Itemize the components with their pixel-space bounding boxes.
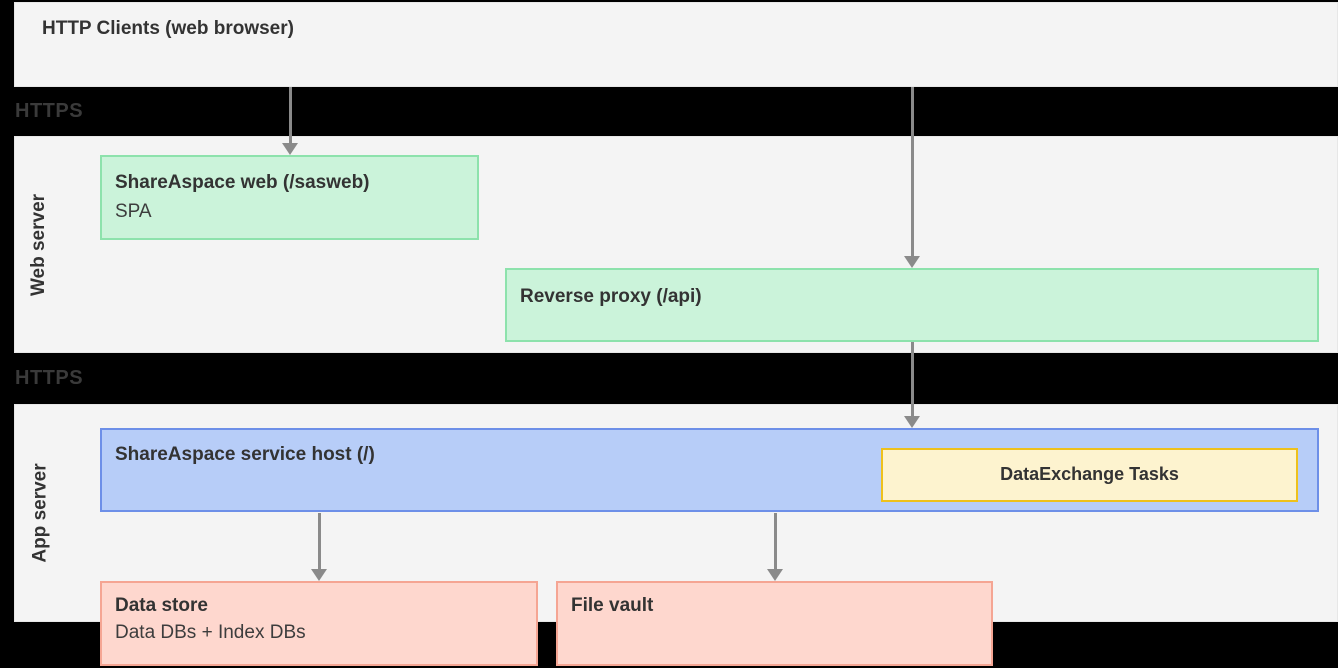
node-shareaspace-web: ShareAspace web (/sasweb) SPA [100, 155, 479, 240]
app-server-label-wrap: App server [16, 404, 66, 622]
arrow-head-icon [311, 569, 327, 581]
app-server-label: App server [30, 463, 51, 563]
node-dataexchange-tasks-title: DataExchange Tasks [1000, 464, 1179, 485]
node-reverse-proxy: Reverse proxy (/api) [505, 268, 1319, 342]
https-separator-middle: HTTPS [0, 354, 1338, 403]
http-clients-band: HTTP Clients (web browser) [14, 2, 1338, 87]
node-service-host: ShareAspace service host (/) DataExchang… [100, 428, 1319, 512]
arrow-head-icon [904, 416, 920, 428]
node-data-store: Data store Data DBs + Index DBs [100, 581, 538, 666]
node-dataexchange-tasks: DataExchange Tasks [881, 448, 1298, 502]
node-reverse-proxy-title: Reverse proxy (/api) [520, 286, 702, 307]
web-server-label: Web server [28, 193, 50, 296]
https-label-middle: HTTPS [15, 367, 84, 389]
arrow-line [773, 513, 777, 569]
arrow-line [288, 87, 292, 143]
arrow-line [910, 342, 914, 416]
node-data-store-subtitle: Data DBs + Index DBs [115, 621, 306, 643]
node-service-host-title: ShareAspace service host (/) [115, 444, 375, 465]
https-label-top: HTTPS [15, 99, 84, 122]
node-shareaspace-web-subtitle: SPA [115, 200, 152, 222]
arrow-service-host-to-data-store [311, 513, 327, 581]
arrow-line [317, 513, 321, 569]
http-clients-label: HTTP Clients (web browser) [42, 18, 294, 39]
arrow-line [910, 87, 914, 256]
arrow-clients-to-reverse-proxy [904, 87, 920, 268]
arrow-service-host-to-file-vault [767, 513, 783, 581]
arrow-clients-to-shareaspace-web [282, 87, 298, 155]
https-separator-top: HTTPS [0, 88, 1338, 134]
node-shareaspace-web-title: ShareAspace web (/sasweb) [115, 172, 370, 193]
node-file-vault-title: File vault [571, 595, 654, 616]
arrow-head-icon [904, 256, 920, 268]
node-file-vault: File vault [556, 581, 993, 666]
arrow-reverse-proxy-to-service-host [904, 342, 920, 428]
web-server-label-wrap: Web server [14, 136, 64, 353]
arrow-head-icon [767, 569, 783, 581]
node-data-store-title: Data store [115, 595, 208, 616]
arrow-head-icon [282, 143, 298, 155]
